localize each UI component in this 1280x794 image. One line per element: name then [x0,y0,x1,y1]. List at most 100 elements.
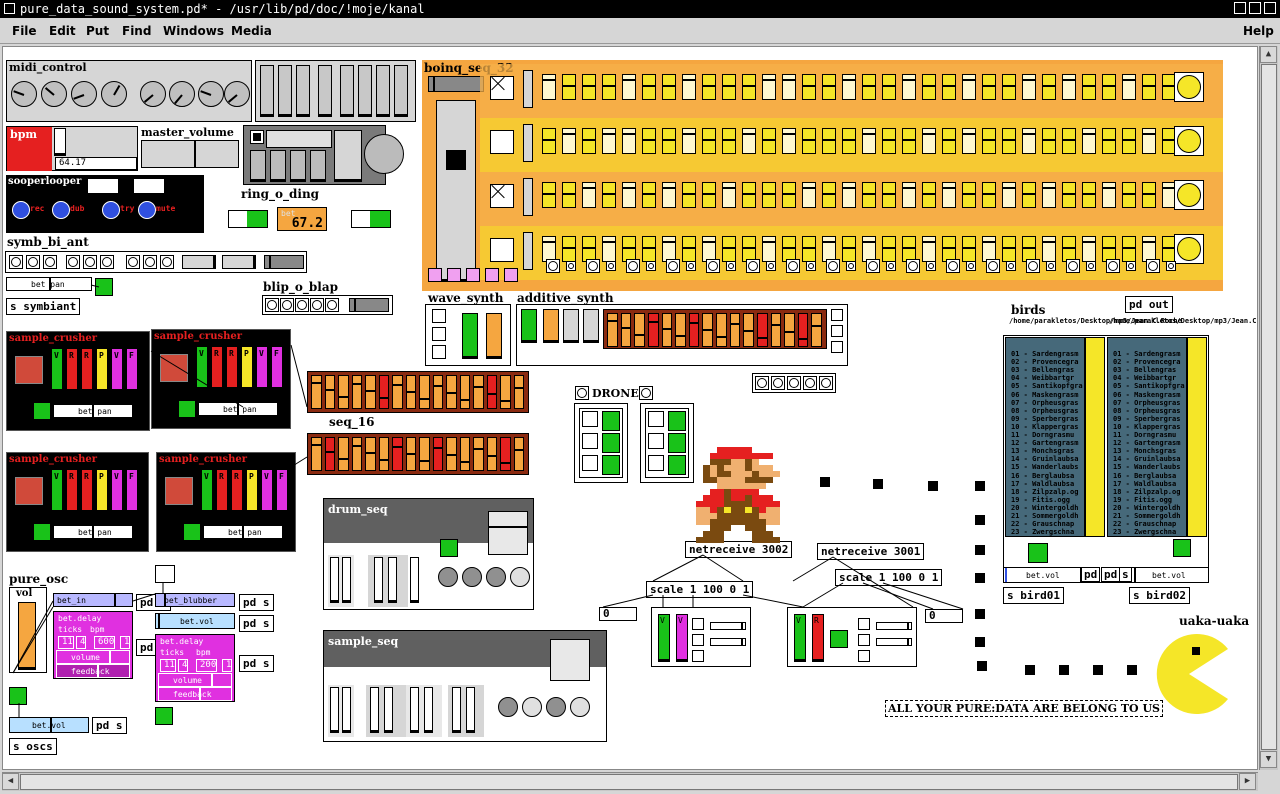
step-cell[interactable] [620,313,632,347]
boinq-step[interactable] [582,74,596,100]
bang[interactable] [771,376,785,390]
boinq-step[interactable] [902,74,916,100]
delay-number[interactable]: 1 [120,636,131,649]
boinq-step-bang[interactable] [906,259,920,273]
sample-crusher-mute-icon[interactable] [160,354,188,382]
bang[interactable] [803,376,817,390]
close-icon[interactable] [1264,2,1276,14]
sample-pad[interactable] [546,697,566,717]
sample-pad[interactable] [570,697,590,717]
osc-bang[interactable] [9,687,27,705]
step-cell[interactable] [486,375,497,409]
boinq-step[interactable] [1042,182,1056,208]
boinq-row-selector[interactable] [523,124,533,162]
fader[interactable] [384,687,393,733]
crusher-fader[interactable]: P [246,469,258,511]
bird-list-item[interactable]: 08 - Orpheusgras [1113,406,1181,415]
boinq-step[interactable] [642,182,656,208]
bang[interactable] [126,255,140,269]
boinq-step[interactable] [922,182,936,208]
step-cell[interactable] [756,313,768,347]
step-cell[interactable] [365,437,376,471]
bird-list-item[interactable]: 07 - Orpheusgras [1113,398,1181,407]
crusher-fader[interactable]: V [51,469,63,511]
fader[interactable] [374,557,383,603]
slider[interactable] [876,638,912,646]
sample-crusher-mute-icon[interactable] [165,477,193,505]
boinq-step-bang[interactable] [1106,259,1120,273]
fader[interactable] [794,614,806,662]
knob[interactable] [101,81,127,107]
boinq-step-bang[interactable] [1046,261,1056,271]
step-cell[interactable] [473,437,484,471]
boinq-step-bang[interactable] [746,259,760,273]
step-cell[interactable] [351,437,362,471]
bird-list-item[interactable]: 03 - Bellengras [1011,366,1075,375]
crusher-fader[interactable]: V [201,469,213,511]
boinq-step[interactable] [962,128,976,154]
boinq-step[interactable] [882,182,896,208]
boinq-step[interactable] [1042,128,1056,154]
fader[interactable] [452,687,461,733]
fader[interactable] [318,65,332,117]
boinq-step-bang[interactable] [606,261,616,271]
boinq-step[interactable] [662,128,676,154]
pd-s-object[interactable]: pd s [239,615,274,632]
horizontal-scroll-thumb[interactable] [20,774,1238,790]
crusher-fader[interactable]: F [126,348,138,390]
boinq-step[interactable] [962,182,976,208]
step-cell[interactable] [770,313,782,347]
boinq-step[interactable] [682,74,696,100]
ring-toggle-right[interactable] [351,210,391,228]
bird-list-item[interactable]: 20 - Wintergoldh [1011,503,1079,512]
bird-list-item[interactable]: 02 - Provencegra [1011,358,1079,367]
step-cell[interactable] [500,375,511,409]
step-cell[interactable] [647,313,659,347]
bang[interactable] [280,298,294,312]
slider[interactable] [222,255,256,269]
sample-seq-display[interactable] [550,639,590,681]
fader[interactable] [270,150,286,182]
boinq-step[interactable] [642,236,656,262]
bird-list-item[interactable]: 19 - Fitis.ogg [1011,495,1071,504]
toggle[interactable] [692,650,704,662]
bang[interactable] [160,255,174,269]
knob[interactable] [71,81,97,107]
boinq-step[interactable] [1142,74,1156,100]
fader[interactable] [358,65,372,117]
ring-number-box[interactable]: bet 67.2 [277,207,327,231]
boinq-step[interactable] [682,128,696,154]
knob[interactable] [41,81,67,107]
boinq-step[interactable] [982,236,996,262]
boinq-step[interactable] [922,236,936,262]
patch-canvas[interactable]: midi_control bpm 64.17 master_volume rin… [2,46,1258,770]
boinq-step[interactable] [762,182,776,208]
crusher-bet-pan-slider[interactable]: bet pan [198,402,278,416]
knob[interactable] [11,81,37,107]
netreceive-3001-object[interactable]: netreceive 3001 [817,543,925,560]
boinq-step[interactable] [742,182,756,208]
sample-pad[interactable] [498,697,518,717]
bird-list-item[interactable]: 10 - Klappergras [1113,422,1181,431]
bird-list-item[interactable]: 19 - Fitis.ogg [1113,495,1173,504]
boinq-step[interactable] [702,74,716,100]
pd-s-object[interactable]: pd s [239,594,274,611]
boinq-step[interactable] [642,74,656,100]
boinq-step[interactable] [782,128,796,154]
toggle[interactable] [250,130,264,144]
boinq-step[interactable] [1102,128,1116,154]
toggle[interactable] [648,411,664,427]
step-cell[interactable] [459,375,470,409]
boinq-row-toggle[interactable] [490,238,514,262]
boinq-step[interactable] [962,236,976,262]
drone-on[interactable] [602,411,620,431]
bird-list-item[interactable]: 23 - Zwergschna [1113,528,1177,537]
toggle[interactable] [432,309,446,323]
toggle[interactable] [858,650,870,662]
step-cell[interactable] [473,375,484,409]
boinq-step[interactable] [562,182,576,208]
bird-list-item[interactable]: 22 - Grauschnap [1011,520,1075,529]
sample-pad[interactable] [522,697,542,717]
bang[interactable] [755,376,769,390]
